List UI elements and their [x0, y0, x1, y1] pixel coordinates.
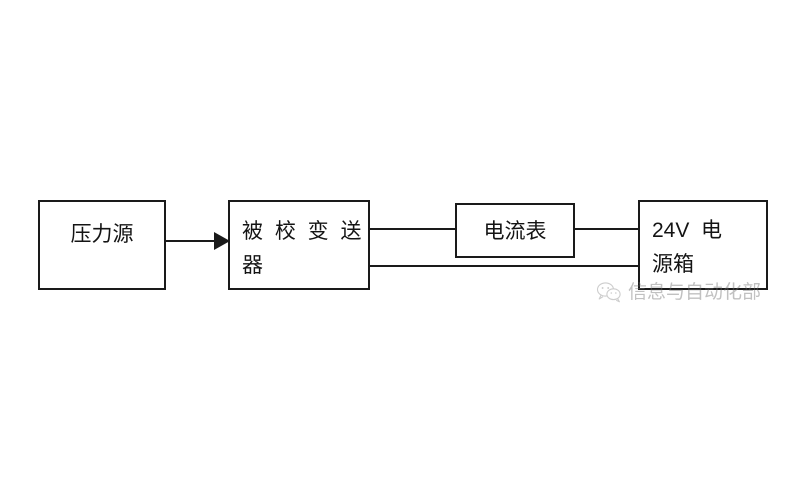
connector-transmitter-to-ammeter: [370, 228, 456, 230]
block-transmitter-under-calibration[interactable]: 被 校 变 送 器: [228, 200, 370, 290]
connector-source-to-transmitter: [166, 240, 218, 242]
connector-ammeter-to-power: [575, 228, 639, 230]
block-pressure-source-label: 压力源: [70, 223, 134, 246]
arrowhead-icon: [214, 232, 230, 250]
connector-transmitter-to-power: [370, 265, 639, 267]
block-power-supply-label: 24V 电 源箱: [652, 219, 723, 276]
block-ammeter-label: 电流表: [483, 220, 547, 243]
block-transmitter-under-calibration-label: 被 校 变 送 器: [242, 220, 365, 277]
block-pressure-source[interactable]: 压力源: [38, 200, 166, 290]
block-ammeter[interactable]: 电流表: [455, 203, 575, 258]
wechat-logo-icon: [596, 282, 621, 303]
block-power-supply[interactable]: 24V 电 源箱: [638, 200, 768, 290]
